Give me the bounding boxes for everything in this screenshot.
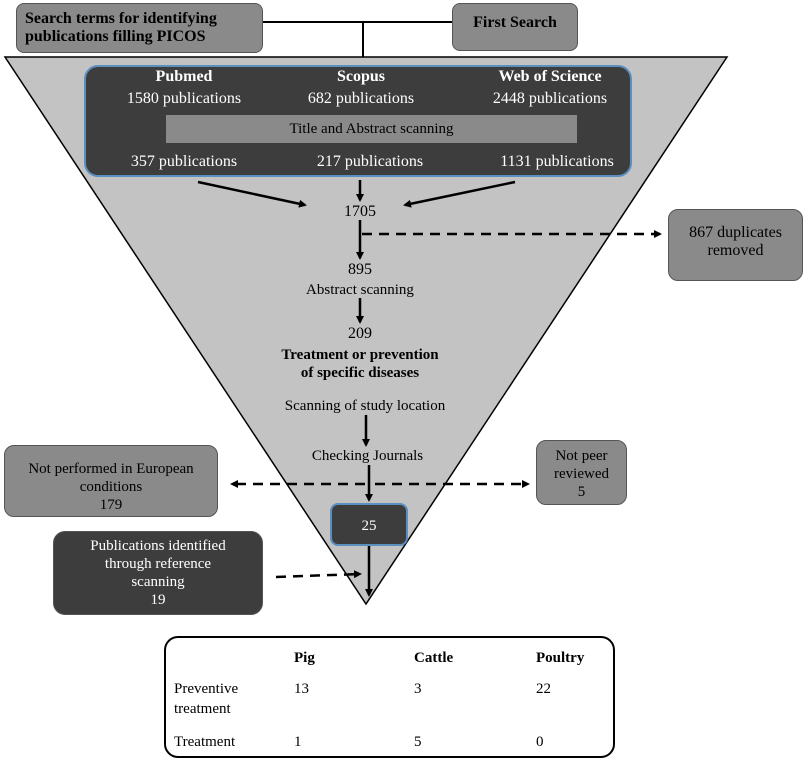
table-cell: 5 [414, 734, 422, 750]
table-header-cattle: Cattle [414, 650, 454, 666]
table-cell: 22 [536, 681, 551, 697]
abstract-scanning-label: Abstract scanning [306, 282, 414, 298]
checking-journals-label: Checking Journals [311, 448, 424, 464]
source-scopus-name: Scopus [336, 68, 386, 85]
source-scopus-count: 682 publications [307, 90, 415, 107]
results-table: Pig Cattle Poultry Preventive treatment … [164, 636, 615, 758]
source-wos-after: 1131 publications [500, 153, 614, 170]
duplicates-line2: removed [707, 242, 764, 259]
source-scopus-after: 217 publications [316, 153, 424, 170]
table-header-pig: Pig [294, 650, 315, 666]
first-search-box: First Search [452, 3, 578, 51]
duplicates-box: 867 duplicates removed [668, 209, 803, 281]
source-pubmed-count: 1580 publications [126, 90, 242, 107]
n-895: 895 [348, 261, 372, 278]
table-cell: 1 [294, 734, 302, 750]
not-european-line2: conditions [79, 479, 143, 495]
table-row-label: Preventive [174, 681, 239, 697]
title-abstract-scanning-label: Title and Abstract scanning [289, 121, 454, 137]
source-pubmed-name: Pubmed [155, 68, 213, 85]
not-peer-box: Not peer reviewed 5 [536, 440, 627, 505]
not-european-line1: Not performed in European [28, 461, 194, 477]
final-count-box: 25 [330, 503, 408, 546]
treatment-prevention-label: Treatment or prevention of specific dise… [240, 346, 480, 382]
source-pubmed-after: 357 publications [130, 153, 238, 170]
table-header-poultry: Poultry [536, 650, 585, 666]
reference-scanning-line1: Publications identified [90, 538, 226, 554]
table-cell: 3 [414, 681, 422, 697]
table-cell: 13 [294, 681, 309, 697]
reference-scanning-line2: through reference [104, 556, 212, 572]
search-terms-box: Search terms for identifying publication… [16, 3, 263, 53]
study-location-label: Scanning of study location [284, 398, 446, 414]
source-wos-count: 2448 publications [492, 90, 608, 107]
treatment-prevention-line2: of specific diseases [300, 365, 420, 381]
table-row-label: treatment [174, 701, 231, 717]
not-european-box: Not performed in European conditions 179 [4, 445, 218, 517]
not-peer-line1: Not peer [555, 448, 608, 464]
n-209: 209 [348, 325, 372, 342]
treatment-prevention-line1: Treatment or prevention [281, 347, 439, 363]
final-count-value: 25 [361, 518, 377, 534]
title-abstract-scanning-bar: Title and Abstract scanning [166, 115, 577, 143]
duplicates-line1: 867 duplicates [689, 224, 782, 241]
table-cell: 0 [536, 734, 544, 750]
table-row-label: Treatment [174, 734, 236, 750]
funnel-triangle [3, 56, 729, 606]
total-1705: 1705 [344, 203, 376, 220]
source-wos-name: Web of Science [498, 68, 602, 85]
first-search-label: First Search [473, 14, 557, 31]
not-european-count: 179 [99, 497, 123, 513]
search-terms-line2: publications filling PICOS [25, 28, 206, 45]
not-peer-count: 5 [577, 484, 586, 500]
not-peer-line2: reviewed [554, 466, 609, 482]
reference-scanning-count: 19 [150, 592, 166, 608]
search-terms-line1: Search terms for identifying [25, 10, 217, 27]
reference-scanning-line3: scanning [131, 574, 185, 590]
reference-scanning-box: Publications identified through referenc… [53, 531, 263, 615]
